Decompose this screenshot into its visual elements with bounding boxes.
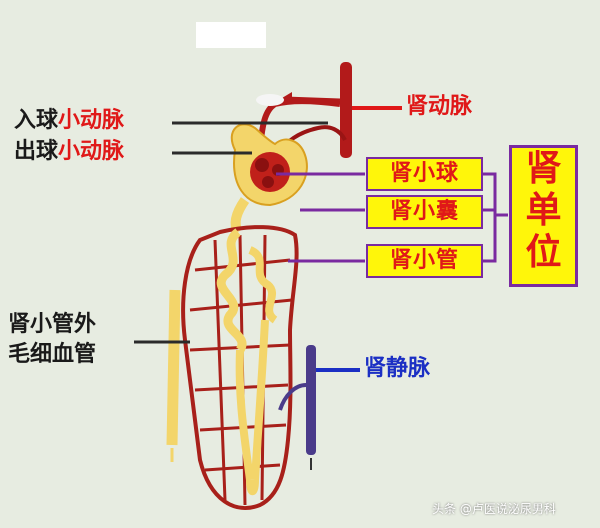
distal-tubule — [248, 246, 278, 324]
loop-bottom — [246, 479, 259, 496]
flow-arrow — [284, 96, 341, 102]
efferent-main: 小动脉 — [58, 139, 125, 164]
glomerulus-box: 肾小球 — [366, 157, 483, 191]
proximal-tubule — [216, 228, 247, 353]
capillary-label-line1: 肾小管外 — [8, 312, 97, 337]
afferent-arteriole-label: 入球小动脉 — [14, 108, 124, 134]
flow-arrowhead — [282, 92, 292, 104]
vein-branch — [278, 383, 307, 411]
efferent-arteriole-label: 出球小动脉 — [14, 139, 124, 165]
afferent-main: 小动脉 — [58, 108, 125, 133]
glomerulus-loop — [262, 176, 274, 188]
renal-artery-vessel — [340, 62, 352, 158]
white-highlight — [256, 94, 284, 106]
glomerulus-loop — [255, 158, 269, 172]
nephron-char-2: 单 — [525, 190, 562, 231]
nephron-box: 肾 单 位 — [509, 145, 578, 287]
loop-of-henle — [235, 319, 269, 481]
renal-artery-label: 肾动脉 — [406, 94, 473, 119]
efferent-prefix: 出球 — [14, 139, 59, 164]
watermark: 头条 @卢医说泌尿男科 — [432, 502, 556, 516]
nephron-char-3: 位 — [525, 232, 562, 273]
nephron-bracket — [483, 172, 508, 263]
top-white-box — [196, 22, 266, 48]
capillary-network — [181, 225, 299, 510]
capsule-box: 肾小囊 — [366, 195, 483, 229]
collecting-duct — [166, 289, 181, 446]
renal-vein-vessel — [306, 345, 316, 455]
capillary-label-line2: 毛细血管 — [8, 342, 97, 367]
nephron-char-1: 肾 — [525, 148, 562, 189]
tubule-box: 肾小管 — [366, 244, 483, 278]
afferent-prefix: 入球 — [14, 108, 59, 133]
renal-vein-label: 肾静脉 — [364, 356, 431, 381]
